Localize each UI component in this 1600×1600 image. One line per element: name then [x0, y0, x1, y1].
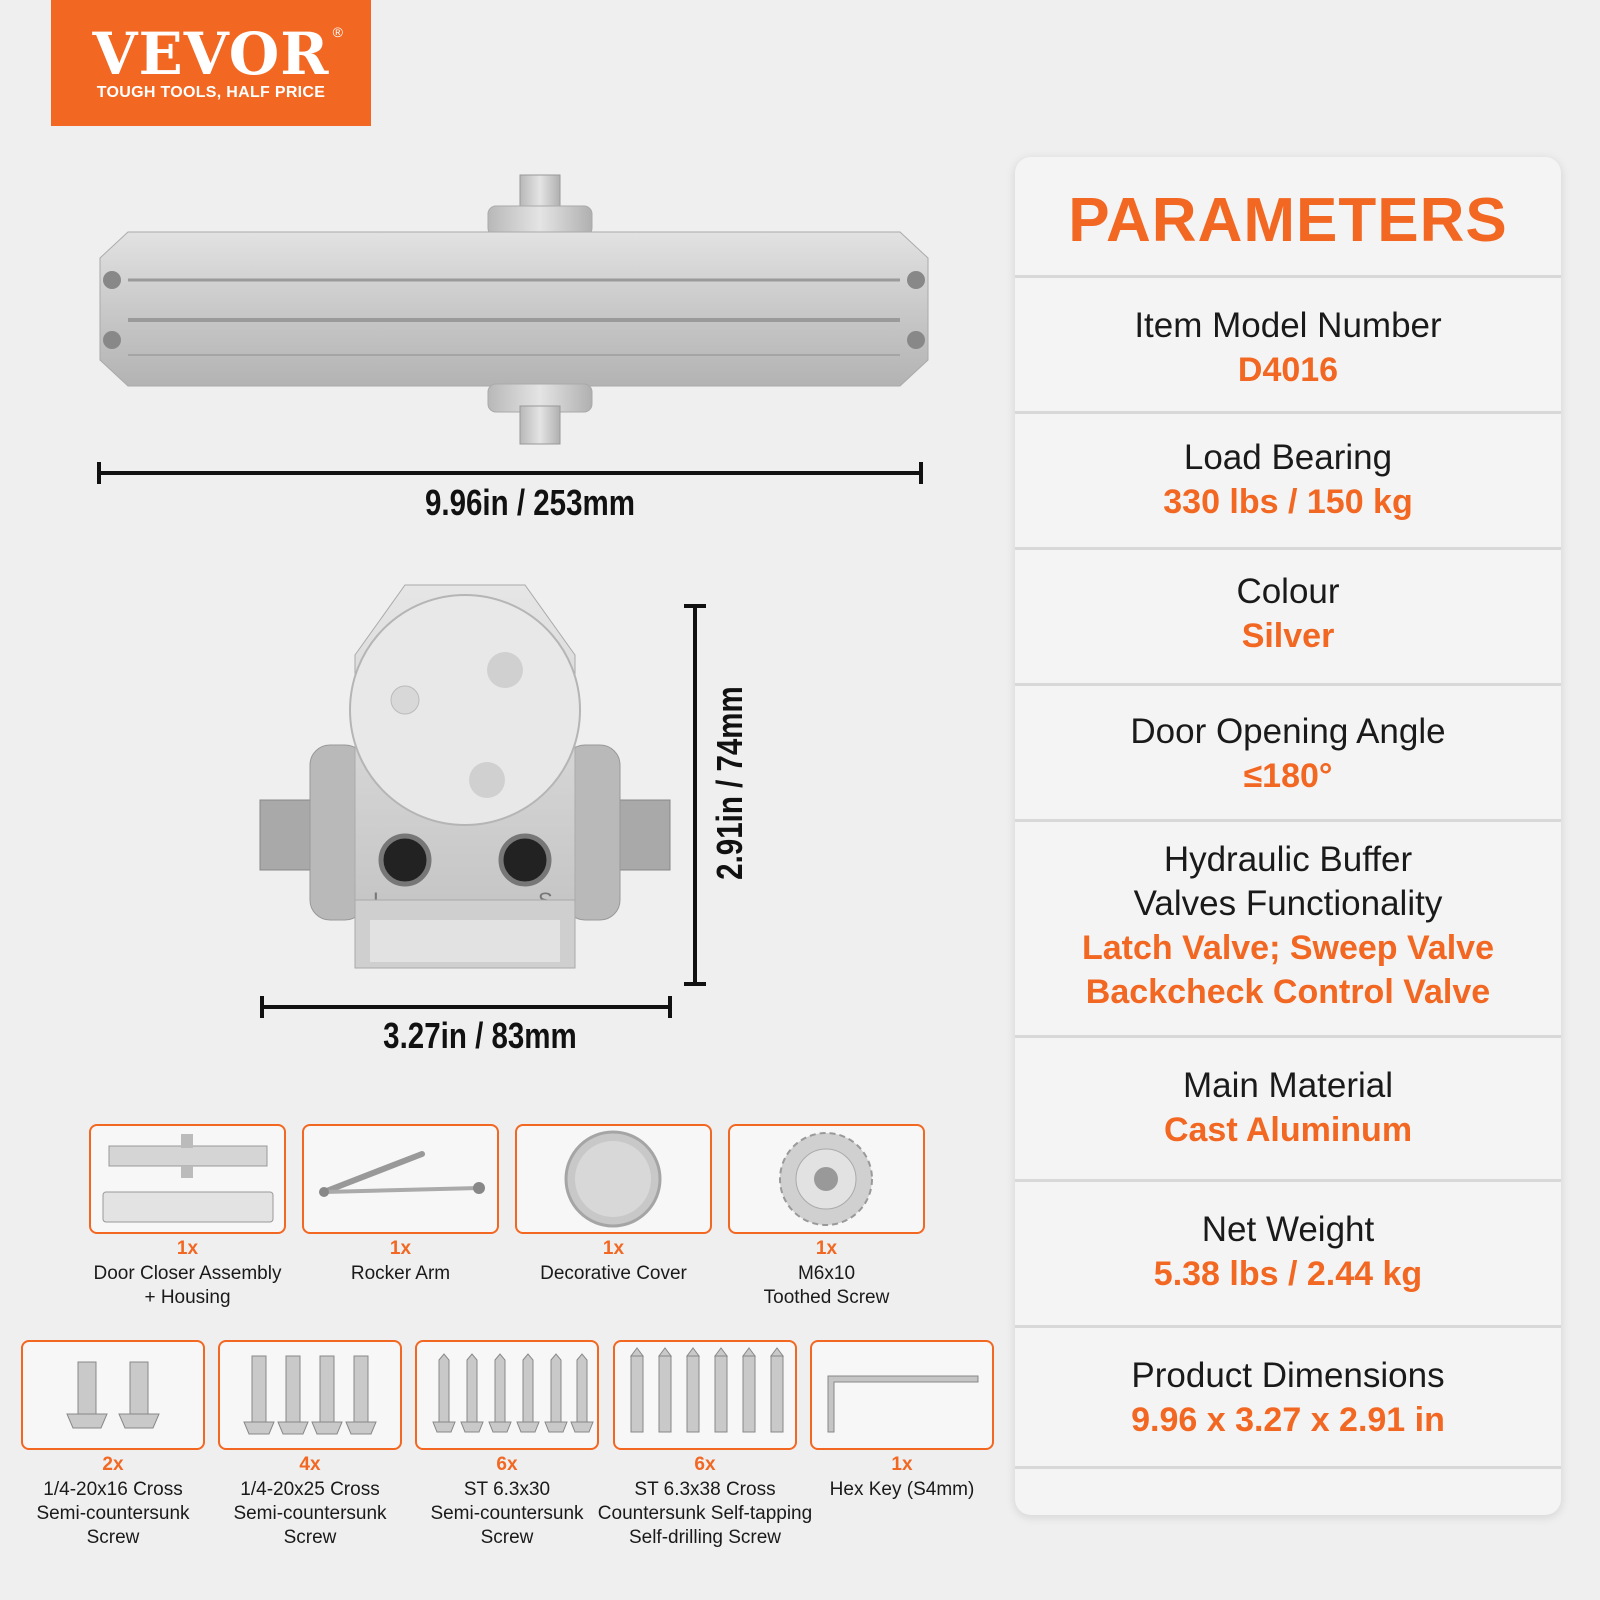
param-value: 330 lbs / 150 kg — [1163, 483, 1413, 521]
hex-key-icon — [810, 1340, 994, 1450]
param-load-bearing: Load Bearing 330 lbs / 150 kg — [1015, 411, 1561, 545]
accessory-name: 1/4-20x25 Cross Semi-countersunk Screw — [233, 1479, 387, 1548]
door-closer-side-view: L S — [259, 584, 671, 969]
param-net-weight: Net Weight 5.38 lbs / 2.44 kg — [1015, 1179, 1561, 1323]
brand-name: VEVOR — [92, 20, 330, 88]
door-closer-icon — [89, 1124, 286, 1234]
brand-tagline: TOUGH TOOLS, HALF PRICE — [96, 84, 326, 101]
accessory-qty: 1x — [176, 1238, 199, 1259]
height-dimension-line — [684, 604, 706, 986]
width-dimension-line — [260, 996, 672, 1018]
param-colour: Colour Silver — [1015, 547, 1561, 681]
param-label: Item Model Number — [1134, 306, 1442, 345]
accessory-qty: 1x — [389, 1238, 412, 1259]
height-dimension-label: 2.91in / 74mm — [709, 686, 750, 880]
length-dimension-line — [97, 462, 923, 484]
param-main-material: Main Material Cast Aluminum — [1015, 1035, 1561, 1177]
screw-icon — [218, 1340, 402, 1450]
param-label: Hydraulic Buffer Valves Functionality — [1133, 840, 1443, 923]
accessory-qty: 1x — [815, 1238, 838, 1259]
param-value: Cast Aluminum — [1163, 1111, 1413, 1149]
screw-icon — [613, 1340, 797, 1450]
param-label: Product Dimensions — [1131, 1356, 1445, 1395]
param-label: Colour — [1236, 572, 1340, 611]
accessory-qty: 6x — [694, 1454, 716, 1475]
accessory-qty: 1x — [891, 1454, 913, 1475]
param-value: 9.96 x 3.27 x 2.91 in — [1131, 1401, 1445, 1439]
accessory-qty: 1x — [602, 1238, 625, 1259]
parameters-panel: PARAMETERS Item Model Number D4016 Load … — [1015, 157, 1561, 1515]
registered-mark: ® — [332, 24, 343, 40]
cover-icon — [515, 1124, 712, 1234]
param-label: Main Material — [1182, 1066, 1394, 1105]
param-hydraulic-valves: Hydraulic Buffer Valves Functionality La… — [1015, 819, 1561, 1033]
vevor-logo: VEVOR ® TOUGH TOOLS, HALF PRICE — [51, 0, 371, 126]
accessory-name: 1/4-20x16 Cross Semi-countersunk Screw — [36, 1479, 190, 1548]
width-dimension-label: 3.27in / 83mm — [383, 1015, 577, 1056]
param-value: Silver — [1241, 617, 1335, 655]
accessory-qty: 4x — [299, 1454, 321, 1475]
screw-icon — [415, 1340, 599, 1450]
screw-icon — [21, 1340, 205, 1450]
door-closer-top-view — [99, 174, 929, 445]
parameters-title: PARAMETERS — [1068, 186, 1508, 255]
accessory-name: Rocker Arm — [350, 1263, 451, 1284]
param-value: D4016 — [1237, 351, 1339, 389]
accessory-name: Door Closer Assembly + Housing — [93, 1263, 282, 1308]
param-door-opening-angle: Door Opening Angle ≤180° — [1015, 683, 1561, 817]
param-value: 5.38 lbs / 2.44 kg — [1153, 1255, 1423, 1293]
accessory-name: Hex Key (S4mm) — [829, 1479, 975, 1500]
param-label: Load Bearing — [1183, 438, 1393, 477]
param-value: ≤180° — [1243, 757, 1333, 795]
accessory-qty: 6x — [496, 1454, 518, 1475]
accessory-name: Decorative Cover — [540, 1263, 687, 1284]
param-model-number: Item Model Number D4016 — [1015, 275, 1561, 407]
accessory-name: M6x10 Toothed Screw — [763, 1263, 890, 1308]
param-value: Latch Valve; Sweep Valve Backcheck Contr… — [1081, 929, 1494, 1011]
length-dimension-label: 9.96in / 253mm — [424, 482, 636, 523]
accessory-name: ST 6.3x38 Cross Countersunk Self-tapping… — [597, 1479, 813, 1548]
rocker-arm-icon — [302, 1124, 499, 1234]
toothed-screw-icon — [728, 1124, 925, 1234]
accessory-name: ST 6.3x30 Semi-countersunk Screw — [430, 1479, 584, 1548]
param-product-dimensions: Product Dimensions 9.96 x 3.27 x 2.91 in — [1015, 1325, 1561, 1469]
accessory-qty: 2x — [102, 1454, 124, 1475]
param-label: Door Opening Angle — [1130, 712, 1446, 751]
param-label: Net Weight — [1201, 1210, 1375, 1249]
